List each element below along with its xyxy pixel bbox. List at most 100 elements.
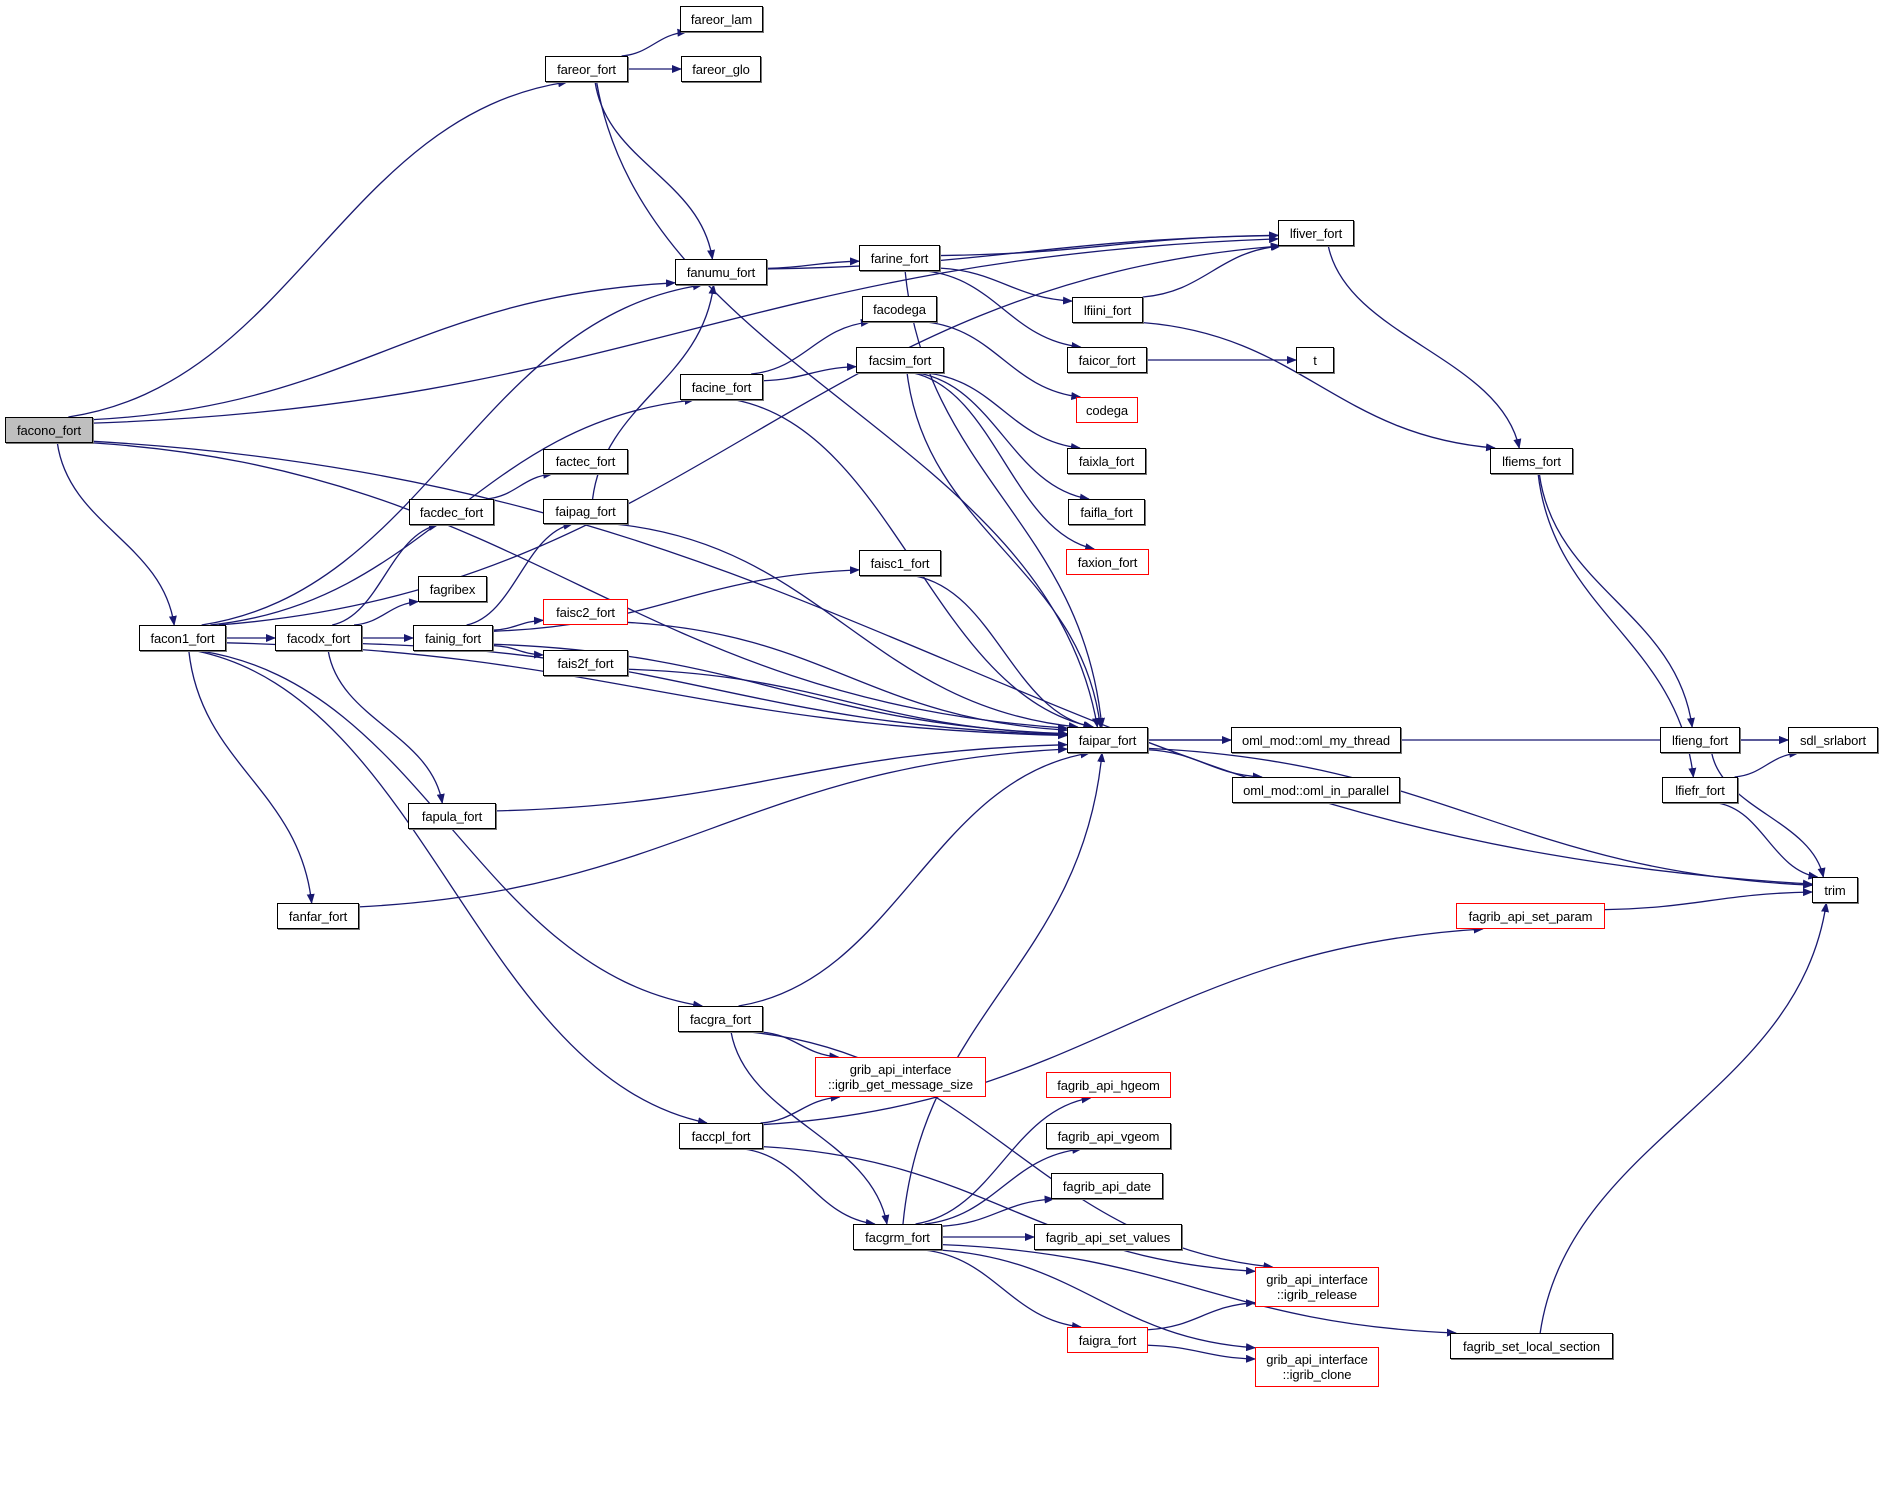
- node-facgra-fort[interactable]: facgra_fort: [678, 1006, 763, 1032]
- node-label: grib_api_interface ::igrib_get_message_s…: [827, 1062, 974, 1092]
- edge-faisc2-fort-to-faipar-fort: [627, 621, 1068, 734]
- node-label: fareor_lam: [690, 11, 753, 27]
- node-faigra-fort[interactable]: faigra_fort: [1067, 1327, 1148, 1353]
- node-label: grib_api_interface ::igrib_clone: [1266, 1352, 1368, 1382]
- edge-faccpl-fort-to-facgrm-fort: [743, 1148, 876, 1227]
- edge-lfiefr-fort-to-trim: [1717, 802, 1819, 880]
- node-lfiini-fort[interactable]: lfiini_fort: [1072, 297, 1143, 323]
- node-lfieng-fort[interactable]: lfieng_fort: [1660, 727, 1740, 753]
- edge-facodx-fort-to-fapula-fort: [327, 650, 445, 804]
- node-label: facodega: [873, 301, 926, 317]
- node-label: facgrm_fort: [865, 1229, 930, 1245]
- edge-facgra-fort-to-facgrm-fort: [730, 1031, 890, 1225]
- node-faicor-fort[interactable]: faicor_fort: [1067, 347, 1147, 373]
- node-label: fareor_glo: [692, 61, 750, 77]
- node-oml-my-thread[interactable]: oml_mod::oml_my_thread: [1231, 727, 1401, 753]
- node-label: grib_api_interface ::igrib_release: [1266, 1272, 1368, 1302]
- node-oml-in-parallel[interactable]: oml_mod::oml_in_parallel: [1232, 777, 1400, 803]
- edge-lfiini-fort-to-lfiver-fort: [1142, 242, 1282, 298]
- edge-facodx-fort-to-faipar-fort: [361, 642, 1068, 739]
- node-codega[interactable]: codega: [1076, 397, 1138, 423]
- node-fagrib-api-vgeom[interactable]: fagrib_api_vgeom: [1046, 1123, 1171, 1149]
- node-lfiefr-fort[interactable]: lfiefr_fort: [1662, 777, 1738, 803]
- edge-lfiefr-fort-to-sdl-srlabort: [1734, 749, 1800, 778]
- node-factec-fort[interactable]: factec_fort: [543, 449, 628, 474]
- node-fanfar-fort[interactable]: fanfar_fort: [277, 903, 359, 929]
- node-sdl-srlabort[interactable]: sdl_srlabort: [1788, 727, 1878, 753]
- edge-farine-fort-to-lfiver-fort: [939, 231, 1279, 257]
- node-faipar-fort[interactable]: faipar_fort: [1067, 727, 1148, 753]
- edge-lfieng-fort-to-trim: [1711, 752, 1826, 878]
- edge-faipag-fort-to-faipar-fort: [613, 523, 1079, 731]
- node-label: facono_fort: [17, 422, 81, 438]
- node-fareor-lam[interactable]: fareor_lam: [680, 6, 763, 32]
- node-facodega[interactable]: facodega: [862, 296, 937, 322]
- node-fagrib-api-hgeom[interactable]: fagrib_api_hgeom: [1046, 1072, 1171, 1098]
- node-fareor-fort[interactable]: fareor_fort: [545, 56, 628, 82]
- node-igrib-release[interactable]: grib_api_interface ::igrib_release: [1255, 1267, 1379, 1307]
- node-faixla-fort[interactable]: faixla_fort: [1067, 448, 1146, 474]
- node-t[interactable]: t: [1296, 347, 1334, 373]
- node-faifla-fort[interactable]: faifla_fort: [1068, 499, 1145, 525]
- node-fagrib-api-set-values[interactable]: fagrib_api_set_values: [1034, 1224, 1182, 1250]
- node-label: fanfar_fort: [288, 908, 348, 924]
- node-faipag-fort[interactable]: faipag_fort: [543, 499, 628, 524]
- node-facon1-fort[interactable]: facon1_fort: [139, 625, 226, 651]
- node-label: faipag_fort: [555, 504, 616, 519]
- edge-facono-fort-to-fanumu-fort: [92, 279, 676, 421]
- edge-faisc1-fort-to-faipar-fort: [915, 575, 1094, 730]
- node-faccpl-fort[interactable]: faccpl_fort: [679, 1123, 763, 1149]
- node-fagrib-set-local-section[interactable]: fagrib_set_local_section: [1450, 1333, 1613, 1359]
- edge-facgrm-fort-to-fagrib-set-local-section: [941, 1244, 1457, 1337]
- node-fagrib-api-set-param[interactable]: fagrib_api_set_param: [1456, 903, 1605, 929]
- edge-facgrm-fort-to-igrib-clone: [939, 1249, 1256, 1352]
- node-fapula-fort[interactable]: fapula_fort: [408, 803, 496, 829]
- node-faxion-fort[interactable]: faxion_fort: [1066, 549, 1149, 575]
- edge-fagrib-set-local-section-to-trim: [1539, 902, 1829, 1334]
- node-faisc1-fort[interactable]: faisc1_fort: [859, 550, 941, 576]
- node-label: facine_fort: [691, 379, 752, 395]
- edge-facine-fort-to-facodega: [751, 318, 871, 375]
- node-label: facdec_fort: [419, 504, 484, 520]
- node-label: fagribex: [429, 581, 476, 597]
- node-facodx-fort[interactable]: facodx_fort: [275, 625, 362, 651]
- edge-lfiini-fort-to-lfiems-fort: [1142, 321, 1496, 452]
- node-label: lfiefr_fort: [1675, 782, 1725, 798]
- edge-faipar-fort-to-trim: [1147, 747, 1813, 889]
- node-label: lfiini_fort: [1083, 302, 1132, 318]
- node-facgrm-fort[interactable]: facgrm_fort: [853, 1224, 942, 1250]
- edge-fais2f-fort-to-faipar-fort: [627, 668, 1068, 738]
- node-fareor-glo[interactable]: fareor_glo: [681, 56, 761, 82]
- node-lfiver-fort[interactable]: lfiver_fort: [1278, 220, 1354, 246]
- node-fais2f-fort[interactable]: fais2f_fort: [543, 650, 628, 676]
- node-fainig-fort[interactable]: fainig_fort: [413, 625, 493, 651]
- node-faisc2-fort[interactable]: faisc2_fort: [543, 599, 628, 625]
- edge-facono-fort-to-lfiver-fort: [92, 235, 1279, 424]
- node-label: fais2f_fort: [557, 655, 614, 671]
- node-fanumu-fort[interactable]: fanumu_fort: [675, 259, 767, 285]
- edge-facgrm-fort-to-fagrib-api-hgeom: [915, 1095, 1092, 1225]
- node-label: fanumu_fort: [686, 264, 756, 280]
- node-farine-fort[interactable]: farine_fort: [859, 245, 940, 271]
- node-igrib-get-message-size[interactable]: grib_api_interface ::igrib_get_message_s…: [815, 1057, 986, 1097]
- edge-facdec-fort-to-factec-fort: [485, 470, 554, 500]
- node-label: lfiver_fort: [1289, 225, 1343, 241]
- node-igrib-clone[interactable]: grib_api_interface ::igrib_clone: [1255, 1347, 1379, 1387]
- node-facono-fort[interactable]: facono_fort: [5, 417, 93, 443]
- node-fagribex[interactable]: fagribex: [418, 576, 487, 602]
- node-label: facgra_fort: [689, 1011, 752, 1027]
- node-label: facon1_fort: [150, 630, 215, 646]
- node-facsim-fort[interactable]: facsim_fort: [856, 347, 944, 373]
- node-facdec-fort[interactable]: facdec_fort: [409, 499, 494, 525]
- node-fagrib-api-date[interactable]: fagrib_api_date: [1051, 1173, 1163, 1199]
- node-label: faixla_fort: [1078, 453, 1135, 469]
- edge-faipar-fort-to-oml-in-parallel: [1147, 749, 1263, 781]
- node-facine-fort[interactable]: facine_fort: [680, 374, 763, 400]
- node-label: facsim_fort: [868, 352, 932, 368]
- edge-facon1-fort-to-faccpl-fort: [196, 650, 708, 1126]
- edge-farine-fort-to-lfiini-fort: [939, 267, 1073, 305]
- edge-faigra-fort-to-igrib-clone: [1147, 1344, 1256, 1363]
- node-trim[interactable]: trim: [1812, 877, 1858, 903]
- node-label: faigra_fort: [1078, 1332, 1137, 1348]
- node-lfiems-fort[interactable]: lfiems_fort: [1490, 448, 1573, 474]
